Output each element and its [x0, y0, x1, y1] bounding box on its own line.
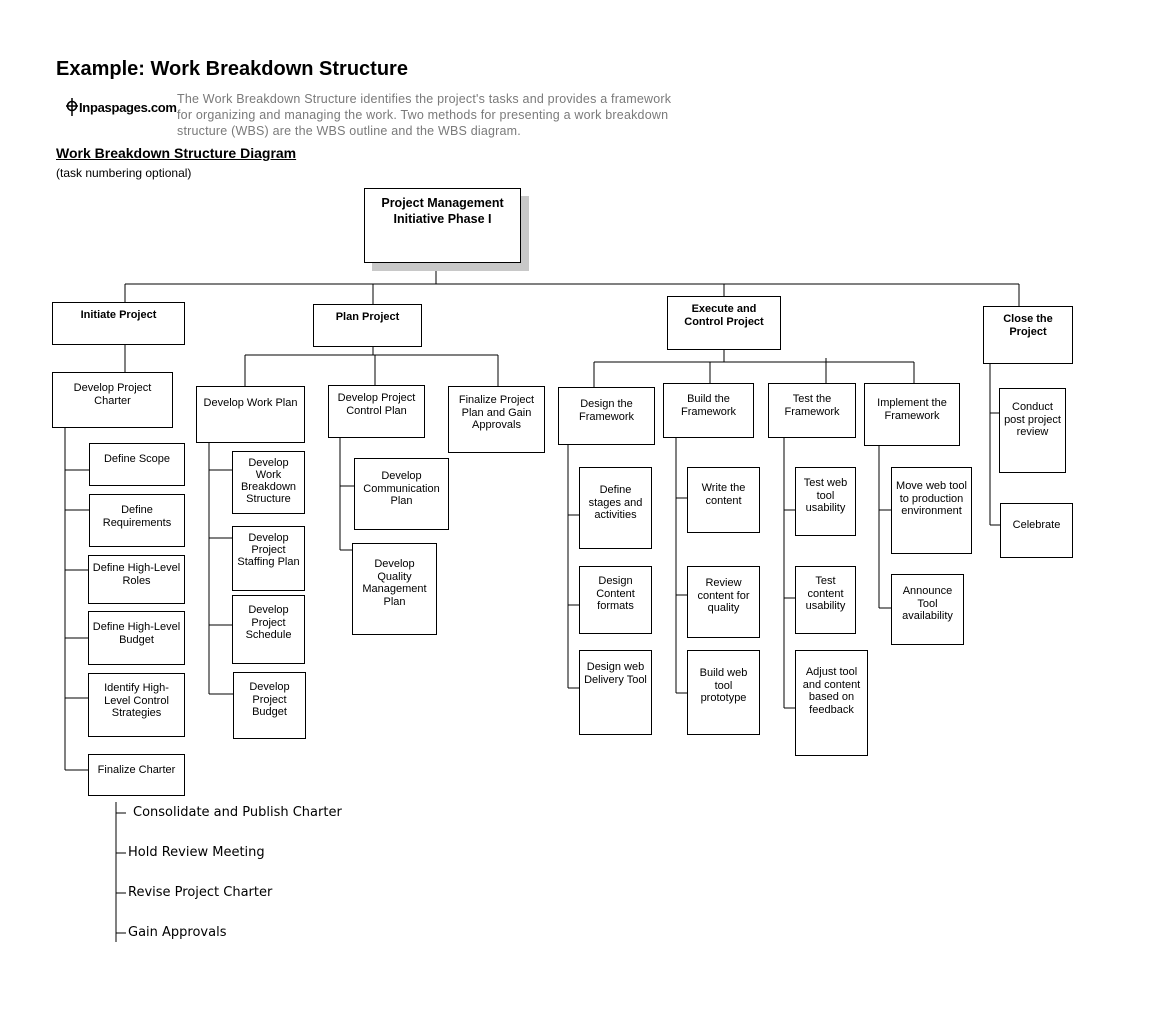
wbs-finalize-project-plan: Finalize Project Plan and Gain Approvals: [448, 386, 545, 453]
wbs-define-requirements: Define Requirements: [89, 494, 185, 547]
wbs-subtask-revise-charter: Revise Project Charter: [128, 885, 273, 900]
wbs-implement-framework: Implement the Framework: [864, 383, 960, 446]
wbs-build-framework: Build the Framework: [663, 383, 754, 438]
wbs-review-content-quality: Review content for quality: [687, 566, 760, 638]
logo-text: Inpaspages.com: [79, 100, 177, 115]
wbs-develop-quality-plan: Develop Quality Management Plan: [352, 543, 437, 635]
wbs-move-web-tool-production: Move web tool to production environment: [891, 467, 972, 554]
wbs-conduct-post-project-review: Conduct post project review: [999, 388, 1066, 473]
wbs-develop-work-plan: Develop Work Plan: [196, 386, 305, 443]
wbs-develop-communication-plan: Develop Communication Plan: [354, 458, 449, 530]
wbs-test-framework: Test the Framework: [768, 383, 856, 438]
wbs-define-scope: Define Scope: [89, 443, 185, 486]
wbs-initiate-project: Initiate Project: [52, 302, 185, 345]
diagram-subtitle: Work Breakdown Structure Diagram: [56, 145, 297, 161]
wbs-identify-control-strategies: Identify High-Level Control Strategies: [88, 673, 185, 737]
wbs-develop-wbs: Develop Work Breakdown Structure: [232, 451, 305, 514]
wbs-execute-control-project: Execute and Control Project: [667, 296, 781, 350]
wbs-define-high-level-budget: Define High-Level Budget: [88, 611, 185, 665]
page-title: Example: Work Breakdown Structure: [56, 58, 408, 80]
wbs-test-web-tool-usability: Test web tool usability: [795, 467, 856, 536]
wbs-define-stages-activities: Define stages and activities: [579, 467, 652, 549]
crosshair-logo-icon: [66, 98, 78, 116]
wbs-develop-project-charter: Develop Project Charter: [52, 372, 173, 428]
wbs-develop-staffing-plan: Develop Project Staffing Plan: [232, 526, 305, 591]
wbs-write-content: Write the content: [687, 467, 760, 533]
wbs-design-framework: Design the Framework: [558, 387, 655, 445]
intro-text: The Work Breakdown Structure identifies …: [177, 92, 672, 138]
wbs-adjust-tool-content: Adjust tool and content based on feedbac…: [795, 650, 868, 756]
wbs-design-web-delivery-tool: Design web Delivery Tool: [579, 650, 652, 735]
wbs-root-node: Project Management Initiative Phase I: [364, 188, 521, 263]
wbs-close-project: Close the Project: [983, 306, 1073, 364]
wbs-subtask-consolidate-publish: Consolidate and Publish Charter: [133, 805, 342, 820]
wbs-design-content-formats: Design Content formats: [579, 566, 652, 634]
wbs-build-web-tool-prototype: Build web tool prototype: [687, 650, 760, 735]
wbs-celebrate: Celebrate: [1000, 503, 1073, 558]
wbs-announce-tool-availability: Announce Tool availability: [891, 574, 964, 645]
wbs-subtask-gain-approvals: Gain Approvals: [128, 925, 227, 940]
wbs-test-content-usability: Test content usability: [795, 566, 856, 634]
wbs-define-high-level-roles: Define High-Level Roles: [88, 555, 185, 604]
wbs-develop-control-plan: Develop Project Control Plan: [328, 385, 425, 438]
wbs-plan-project: Plan Project: [313, 304, 422, 347]
wbs-develop-project-schedule: Develop Project Schedule: [232, 595, 305, 664]
logo: Inpaspages.com: [66, 98, 177, 116]
wbs-develop-project-budget: Develop Project Budget: [233, 672, 306, 739]
wbs-subtask-hold-review: Hold Review Meeting: [128, 845, 265, 860]
wbs-finalize-charter: Finalize Charter: [88, 754, 185, 796]
numbering-note: (task numbering optional): [56, 166, 192, 180]
